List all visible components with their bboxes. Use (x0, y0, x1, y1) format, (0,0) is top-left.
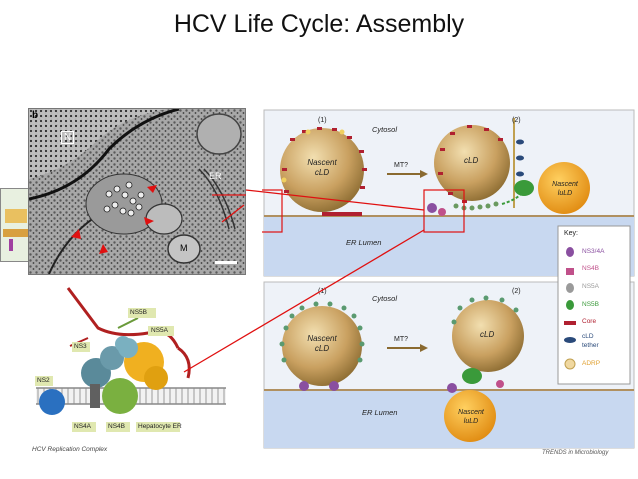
bottom-nascent-cld-text-2: cLD (314, 344, 330, 353)
bottom-er-lumen-label: ER Lumen (362, 408, 398, 417)
top-nascent-cld-label: Nascent cLD (302, 158, 342, 178)
bottom-nascent-cld-label: Nascent cLD (302, 334, 342, 354)
label-ns2: NS2 (37, 377, 50, 384)
credit-label: TRENDS in Microbiology (542, 450, 609, 456)
replication-complex-figure: NS5B NS5A NS3 NS2 NS4A NS4B Hepatocyte E… (28, 278, 244, 458)
top-er-lumen-label: ER Lumen (346, 238, 382, 247)
bottom-cytosol-label: Cytosol (372, 294, 398, 303)
label-ns5b: NS5B (130, 309, 147, 316)
micrograph-panel-letter: b (32, 110, 39, 121)
label-ns3: NS3 (74, 343, 87, 350)
micrograph-arrows (71, 185, 157, 254)
bottom-nascent-luld-text-2: luLD (463, 418, 479, 425)
micrograph-label-n: N (61, 131, 75, 144)
key-item-ns4b: NS4B (582, 265, 599, 272)
bottom-nascent-luld-text-1: Nascent (458, 409, 484, 416)
key-item-ns5b: NS5B (582, 301, 599, 308)
bottom-nascent-cld (282, 306, 362, 386)
top-nascent-luld-text-1: Nascent (552, 181, 578, 188)
key-item-core: Core (582, 318, 597, 325)
bottom-panel (263, 281, 635, 449)
top-cld-label: cLD (464, 156, 479, 165)
key-item-ns5a: NS5A (582, 283, 599, 290)
electron-micrograph: b N ER M (28, 108, 246, 275)
micrograph-texture (29, 109, 245, 274)
top-step-1: (1) (318, 117, 327, 124)
label-ns5a: NS5A (151, 327, 168, 334)
bottom-step-1: (1) (318, 288, 327, 295)
top-ns5b-marker (514, 180, 534, 196)
highlight-box-right (423, 189, 465, 233)
bottom-step-2: (2) (512, 288, 521, 295)
bottom-nascent-cld-text-1: Nascent (307, 334, 337, 343)
key-item-tether: tether (582, 342, 599, 349)
top-nascent-cld (280, 128, 364, 212)
label-ns4a: NS4A (74, 423, 91, 430)
top-nascent-luld (538, 162, 590, 214)
top-nascent-cld-text-2: cLD (314, 168, 330, 177)
bottom-mt-label: MT? (394, 336, 408, 343)
top-step-2: (2) (512, 117, 521, 124)
ns4b-protein (102, 378, 138, 414)
bottom-cld (452, 300, 524, 372)
ns2-protein (39, 389, 65, 415)
bottom-cld-label: cLD (480, 330, 495, 339)
ns4a-protein (90, 384, 100, 408)
replication-complex-caption: HCV Replication Complex (32, 446, 108, 453)
top-cld (434, 125, 510, 201)
label-hepatocyte-er: Hepatocyte ER (138, 423, 182, 430)
ld-assembly-diagram: (1) (2) Cytosol Nascent cLD MT? cLD Nasc… (239, 108, 638, 458)
key-item-cld: cLD (582, 333, 594, 340)
bottom-nascent-luld-label: Nascent luLD (454, 408, 488, 426)
key-box (557, 225, 631, 385)
slide-title: HCV Life Cycle: Assembly (173, 10, 465, 38)
rc-labels (35, 308, 180, 432)
top-cytosol-label: Cytosol (372, 125, 398, 134)
key-item-ns34a: NS3/4A (582, 248, 605, 255)
top-mt-label: MT? (394, 162, 408, 169)
key-title: Key: (564, 230, 579, 237)
top-nascent-luld-label: Nascent luLD (548, 180, 582, 198)
bottom-nascent-luld (444, 390, 496, 442)
key-item-adrp: ADRP (582, 360, 601, 367)
label-ns4b: NS4B (108, 423, 125, 430)
top-nascent-luld-text-2: luLD (557, 190, 573, 197)
micrograph-label-er: ER (209, 171, 222, 181)
top-nascent-cld-text-1: Nascent (307, 158, 337, 167)
micrograph-label-m: M (180, 243, 188, 253)
